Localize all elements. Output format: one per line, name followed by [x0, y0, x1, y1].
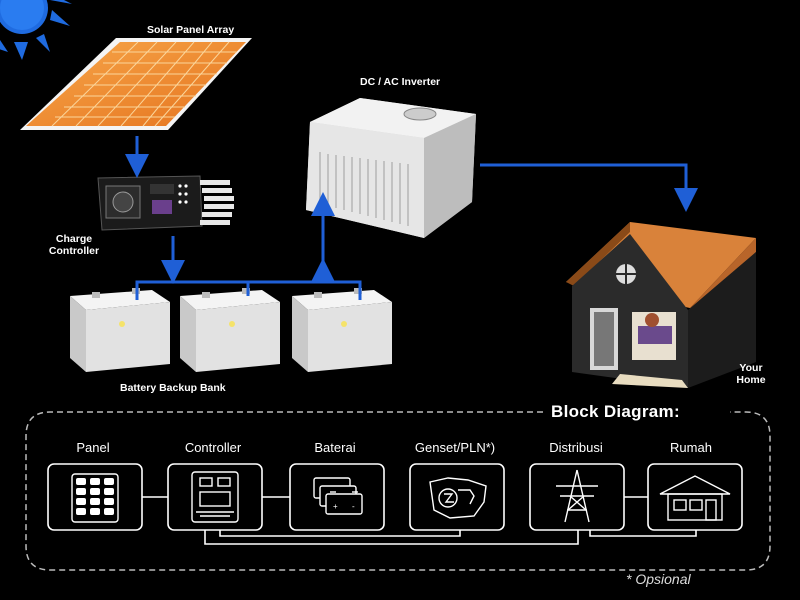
- block-label-rumah: Rumah: [670, 440, 712, 455]
- charge-controller-label-line2: Controller: [48, 245, 100, 257]
- svg-text:-: -: [352, 502, 355, 511]
- block-label-controller: Controller: [184, 440, 242, 455]
- block-label-panel: Panel: [76, 440, 110, 455]
- solar-panel-label: Solar Panel Array: [147, 24, 235, 36]
- block-distribusi: [529, 463, 625, 531]
- battery-2: [180, 288, 280, 372]
- optional-note: * Opsional: [626, 571, 691, 587]
- charge-controller-label: Charge Controller: [44, 233, 104, 257]
- battery-3: [292, 288, 392, 372]
- battery-icon: + -: [313, 477, 363, 515]
- controller-icon: [191, 471, 239, 523]
- wiring: [125, 136, 698, 300]
- charge-controller-label-line1: Charge: [55, 233, 93, 245]
- inverter-label: DC / AC Inverter: [360, 76, 441, 88]
- block-label-genset: Genset/PLN*): [414, 440, 496, 455]
- generator-icon: [429, 477, 487, 519]
- house-icon: [659, 475, 731, 521]
- wire-inverter-to-home: [480, 163, 698, 212]
- home-label-line1: Your: [739, 362, 763, 374]
- transmission-tower-icon: [556, 469, 598, 523]
- sun-icon: [0, 0, 72, 60]
- svg-text:+: +: [333, 502, 338, 511]
- battery-backup-bank: [70, 288, 392, 372]
- block-diagram: + -: [47, 463, 743, 545]
- home-label-line2: Home: [736, 374, 766, 386]
- connector-distribusi-rumah-bus: [589, 530, 697, 537]
- battery-1: [70, 288, 170, 372]
- connector-controller-distribusi-bus: [204, 530, 579, 545]
- battery-bank-label: Battery Backup Bank: [120, 382, 226, 394]
- solar-panel-icon: [71, 473, 119, 523]
- home-label: Your Home: [732, 362, 770, 386]
- house-illustration: [566, 222, 756, 388]
- block-label-distribusi: Distribusi: [549, 440, 603, 455]
- charge-controller: [97, 175, 234, 231]
- block-genset: [409, 463, 505, 531]
- solar-panel-array: [20, 38, 252, 130]
- block-diagram-title: Block Diagram:: [551, 402, 680, 421]
- dc-ac-inverter: [306, 98, 476, 238]
- block-label-baterai: Baterai: [314, 440, 356, 455]
- block-controller: [167, 463, 263, 531]
- connector-controller-genset-bus: [219, 530, 461, 537]
